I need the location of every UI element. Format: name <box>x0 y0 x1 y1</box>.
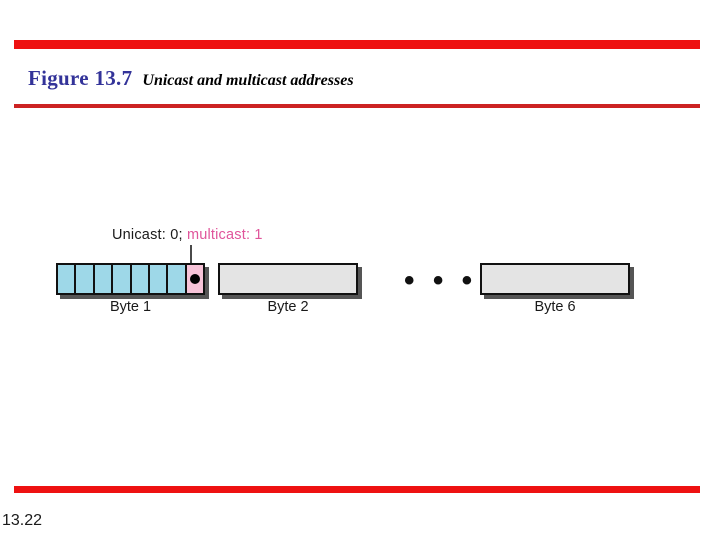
byte-box-2 <box>218 263 358 295</box>
callout-unicast-text: Unicast: 0; <box>112 227 183 243</box>
bit-cell-3 <box>113 265 132 293</box>
byte-caption-2: Byte 2 <box>267 299 309 315</box>
figure-caption: Unicast and multicast addresses <box>142 72 354 89</box>
figure-label: Figure 13.7 <box>28 66 133 90</box>
page-title: Figure 13.7 Unicast and multicast address… <box>28 66 354 91</box>
bit-cell-5 <box>149 265 169 293</box>
flag-dot-icon <box>189 274 200 284</box>
bit-cell-2 <box>94 265 114 293</box>
callout-label: Unicast: 0; multicast: 1 <box>112 227 263 243</box>
header-bottom-rule <box>14 104 700 108</box>
byte-caption-1: Byte 1 <box>109 299 152 315</box>
bit-cell-1 <box>76 265 95 293</box>
bit-cell-0 <box>58 265 77 293</box>
bit-cell-6 <box>168 265 187 293</box>
callout-multicast-text: multicast: 1 <box>186 227 263 243</box>
header-top-rule <box>14 40 700 49</box>
bit-cell-7-multicast-flag <box>186 265 203 293</box>
ellipsis-separator: • • • <box>404 264 478 297</box>
bit-cell-4 <box>131 265 150 293</box>
byte-box-1 <box>56 263 205 295</box>
callout-leader-line <box>190 245 192 275</box>
byte-box-6 <box>480 263 630 295</box>
byte-caption-6: Byte 6 <box>534 299 576 315</box>
page-number: 13.22 <box>2 512 43 529</box>
footer-rule <box>14 486 700 493</box>
